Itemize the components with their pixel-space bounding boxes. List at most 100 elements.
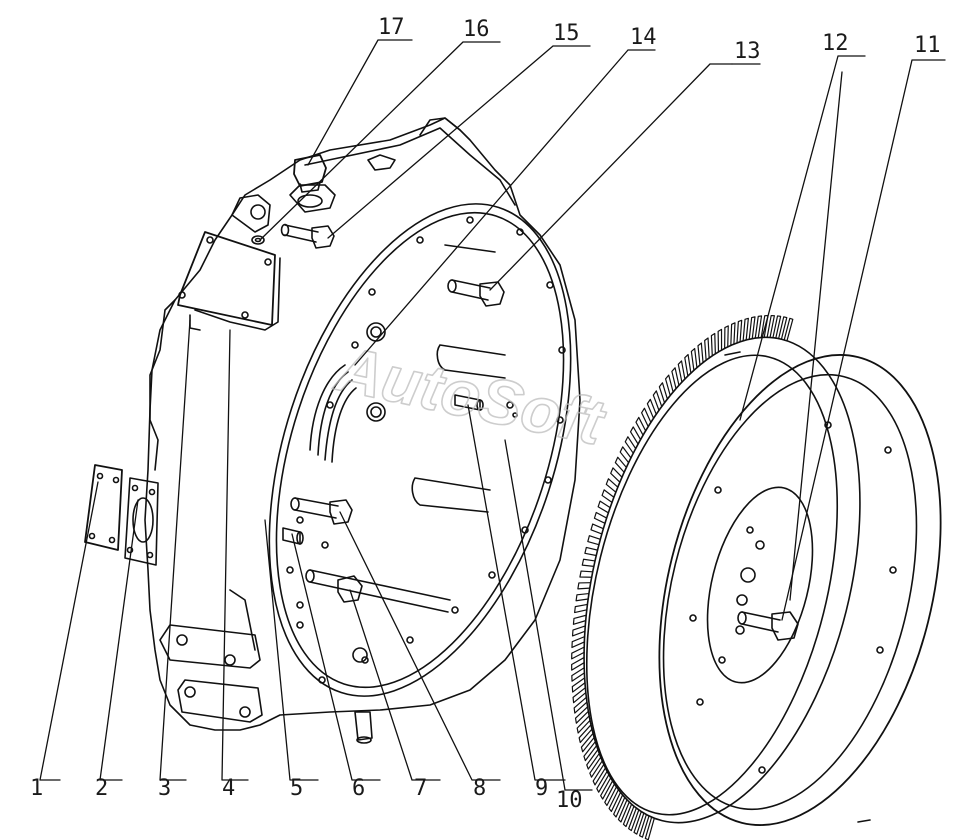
callout-6: 6 [352,776,365,801]
gear-tooth [617,799,630,823]
gear-tooth [624,436,637,454]
gear-tooth [684,353,692,377]
gear-tooth [677,360,686,383]
gear-tooth [742,317,749,342]
callout-7: 7 [414,776,427,801]
gear-tooth [572,687,587,704]
gear-tooth [571,667,586,682]
dowel-pin-9 [454,394,484,411]
gear-tooth [605,478,619,493]
gear-tooth [736,319,743,344]
gear-teeth [571,314,794,840]
gear-tooth [629,426,642,445]
gear-tooth [652,390,663,411]
gear-tooth [710,332,716,357]
side-cover-gasket [124,477,159,566]
gear-tooth [590,523,604,535]
gear-tooth [766,314,775,339]
gear-tooth [748,316,756,340]
watermark-text: AutoSoft [328,332,612,460]
side-cover-plate [84,464,123,551]
gear-tooth [633,810,645,835]
gear-tooth [690,347,698,371]
gear-tooth [772,315,782,339]
gear-tooth [608,789,622,813]
gear-tooth [619,446,632,464]
flywheel-housing [144,117,581,731]
gear-tooth [571,636,586,649]
gear-tooth [613,794,626,818]
gear-tooth [586,749,600,770]
gear-tooth [628,807,640,832]
callout-11: 11 [914,33,941,58]
gear-tooth [644,816,655,840]
callout-12: 12 [822,31,849,56]
callout-3: 3 [158,776,171,801]
gear-tooth [610,467,623,483]
gear-tooth [575,592,590,602]
gear-tooth [640,407,652,428]
gear-tooth [573,696,588,714]
stud-7 [305,569,451,613]
callout-10: 10 [556,788,583,813]
gear-tooth [614,456,627,473]
gear-tooth [638,813,650,838]
gear-tooth [572,614,587,625]
callout-8: 8 [473,776,486,801]
gear-tooth [604,783,618,807]
gear-tooth [574,603,589,614]
gear-tooth [571,677,586,693]
gear-tooth [717,328,723,353]
callout-13: 13 [734,39,761,64]
gear-tooth [783,317,794,342]
gear-tooth [658,382,668,404]
gear-tooth [578,724,593,744]
gear-tooth [589,756,603,778]
gear-tooth [596,770,610,793]
callout-5: 5 [290,776,303,801]
gear-tooth [579,570,594,578]
gear-tooth [580,732,595,753]
gear-tooth [577,582,592,590]
gear-tooth [600,777,614,800]
gear-tooth [581,558,596,567]
callout-2: 2 [95,776,108,801]
gear-tooth [724,325,729,350]
gear-tooth [576,715,591,734]
callout-15: 15 [553,21,580,46]
callout-16: 16 [463,17,490,42]
gear-tooth [571,656,585,671]
callout-14: 14 [630,25,657,50]
gear-tooth [584,546,599,557]
gear-tooth [635,416,647,436]
ring-gear [571,314,861,840]
gear-tooth [571,625,586,637]
bolt-15 [280,223,335,249]
gear-tooth [593,511,608,524]
callout-4: 4 [222,776,235,801]
gear-tooth [587,535,601,546]
gear-tooth [571,646,585,660]
flywheel-bolt [737,611,799,641]
dowel-pin-6 [282,527,304,545]
gear-tooth [592,763,607,786]
callout-1: 1 [30,776,43,801]
gear-tooth [760,314,769,339]
callout-9: 9 [535,776,548,801]
gear-tooth [646,398,657,419]
gear-tooth [671,367,680,390]
gear-tooth [574,706,589,724]
gear-tooth [754,315,763,339]
callout-17: 17 [378,15,405,40]
gear-tooth [601,489,615,504]
gear-tooth [730,322,736,347]
bolt-8 [290,497,353,525]
gear-tooth [697,342,704,366]
cover-plate [177,231,281,331]
gear-tooth [597,500,611,514]
gear-tooth [622,803,635,828]
flywheel [658,351,942,826]
gear-tooth [583,741,598,762]
callout-labels: 1 2 3 4 5 6 7 8 9 10 11 12 13 14 15 16 1… [30,15,941,813]
